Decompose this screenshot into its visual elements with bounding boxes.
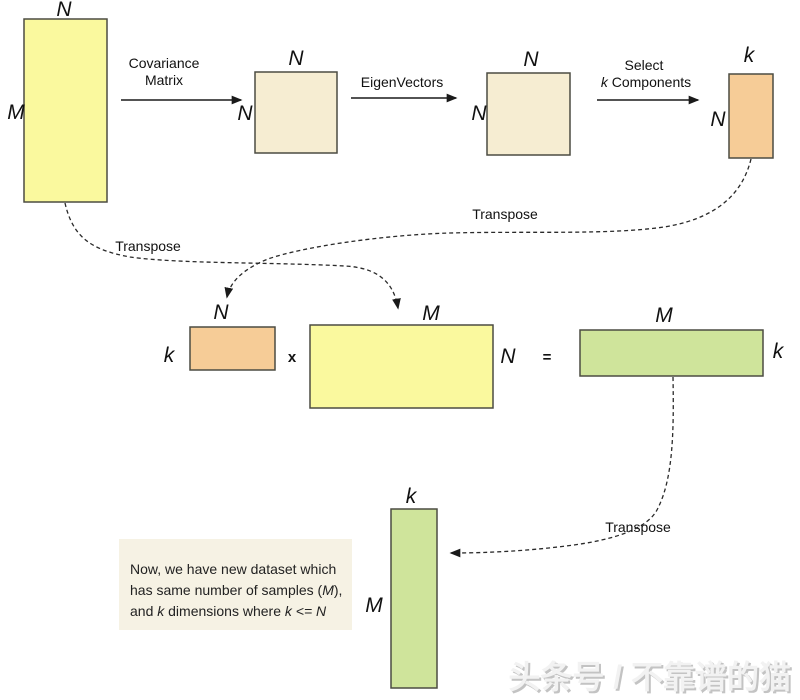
eigenvector-matrix-left-label: N (471, 102, 487, 125)
note-line-2b: M (322, 582, 334, 598)
eigenvector-matrix (486, 72, 571, 156)
components-matrix (728, 73, 774, 159)
note-box (119, 539, 352, 630)
multiply-operator: x (288, 349, 297, 366)
transpose-label-right: Transpose (472, 206, 538, 222)
select-arrow-label-components: Components (608, 74, 691, 90)
transpose-label-bottom: Transpose (605, 519, 671, 535)
kxn-matrix-top-label: N (213, 301, 229, 324)
nxm-matrix-top-label: M (422, 302, 440, 325)
covariance-matrix (254, 71, 338, 154)
kxn-matrix-left-label: k (164, 344, 176, 367)
final-matrix (390, 508, 438, 689)
transpose-curve-left (64, 202, 401, 310)
select-arrow-label-k: k (601, 74, 609, 90)
result-matrix (579, 329, 764, 377)
note-line-3: and k dimensions where k <= N (130, 603, 327, 619)
eigenvectors-arrow-label: EigenVectors (361, 74, 444, 90)
data-matrix (23, 18, 108, 203)
equals-operator: = (543, 349, 552, 366)
note-line-2: has same number of samples (M), (130, 582, 342, 598)
covariance-arrow-label-1: Covariance (129, 55, 200, 71)
note-line-3a: and (130, 603, 157, 619)
note-line-1: Now, we have new dataset which (130, 561, 336, 577)
note-line-2a: has same number of samples ( (130, 582, 323, 598)
final-matrix-top-label: k (406, 485, 418, 508)
note-line-3c: dimensions where (164, 603, 285, 619)
covariance-matrix-top-label: N (288, 47, 304, 70)
nxm-matrix-right-label: N (500, 345, 516, 368)
kxn-matrix (189, 326, 276, 371)
transpose-curve-bottom (449, 376, 674, 558)
note-line-3d: k <= N (285, 603, 327, 619)
watermark: 头条号 / 不靠谱的猫 (508, 659, 791, 695)
select-arrow-label-1: Select (625, 57, 664, 73)
transpose-label-left: Transpose (115, 238, 181, 254)
select-arrow-label-2: k Components (601, 74, 691, 90)
note-line-3b: k (157, 603, 165, 619)
watermark-shadow: 头条号 / 不靠谱的猫 (510, 661, 793, 697)
covariance-arrow-label-2: Matrix (145, 72, 183, 88)
components-matrix-left-label: N (710, 108, 726, 131)
nxm-matrix (309, 324, 494, 409)
components-matrix-top-label: k (744, 44, 756, 67)
note-line-2c: ), (334, 582, 343, 598)
transpose-curve-right (224, 158, 752, 299)
data-matrix-top-label: N (56, 0, 72, 21)
final-matrix-left-label: M (365, 594, 383, 617)
eigenvector-matrix-top-label: N (523, 48, 539, 71)
data-matrix-left-label: M (7, 101, 25, 124)
result-matrix-top-label: M (655, 304, 673, 327)
covariance-matrix-left-label: N (237, 102, 253, 125)
result-matrix-right-label: k (773, 340, 785, 363)
